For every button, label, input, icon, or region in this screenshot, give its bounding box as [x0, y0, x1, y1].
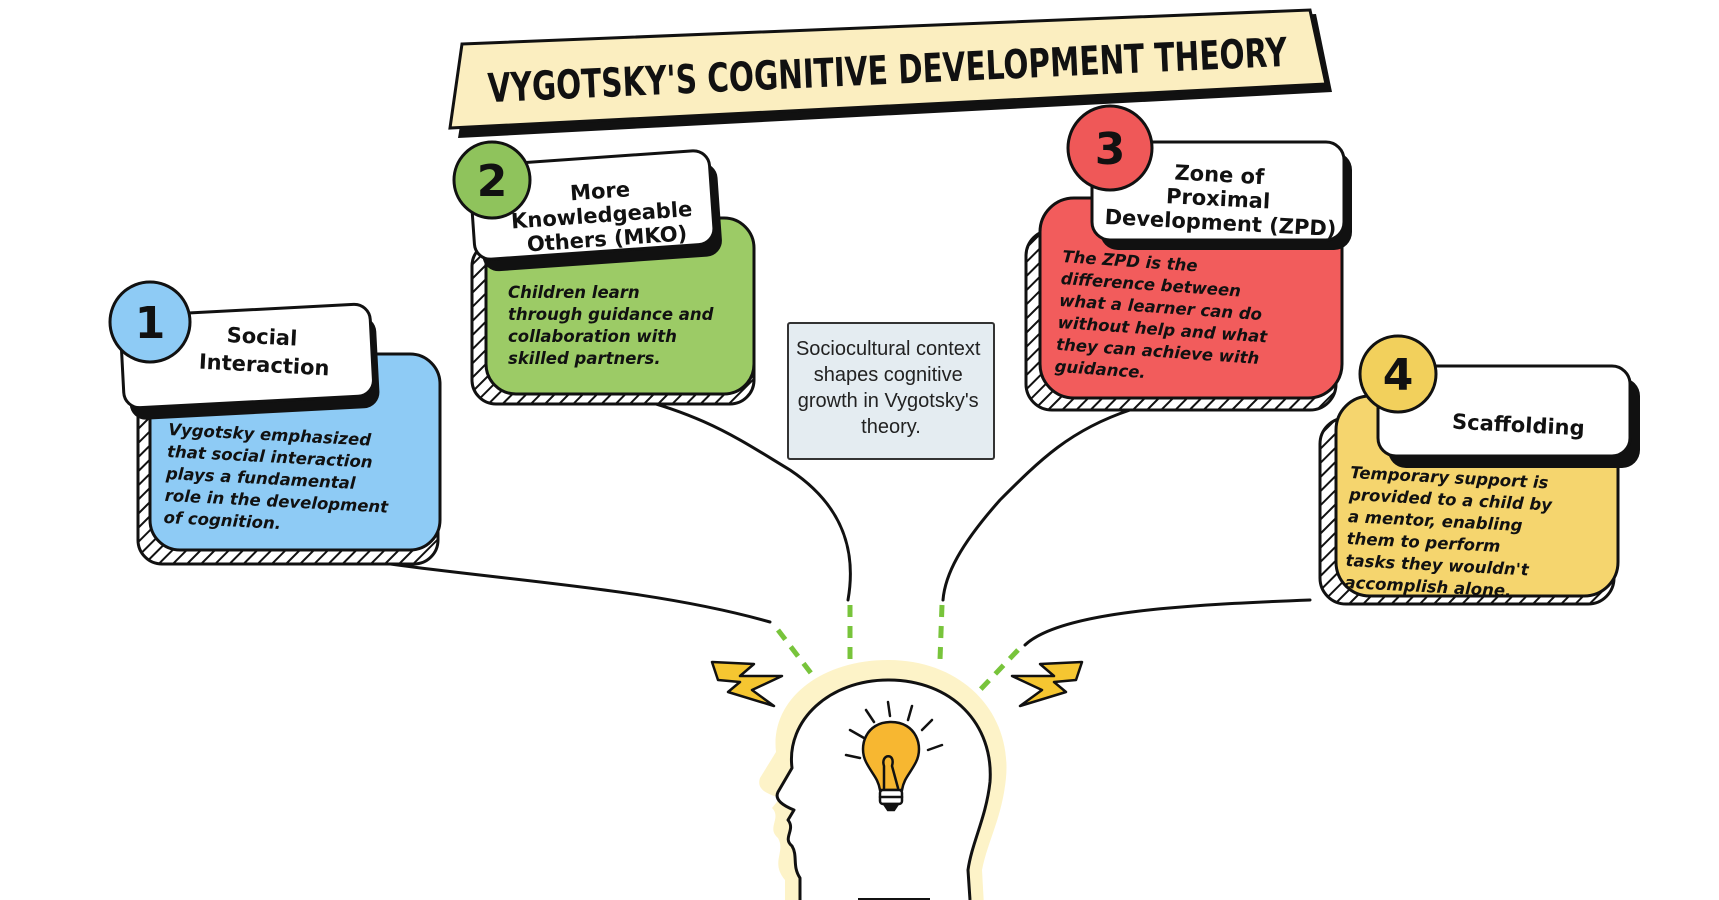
number-badge: [1066, 104, 1154, 192]
center-note-box: [787, 322, 995, 460]
card-heading-box: [1090, 140, 1346, 242]
number-badge: [1358, 334, 1438, 414]
card-mko: Children learn through guidance and coll…: [452, 140, 756, 406]
lightning-bolt-icon: [710, 660, 784, 708]
thought-dash-center-right: [937, 604, 945, 661]
card-heading-line: More: [569, 177, 630, 205]
card-heading-line: Social: [226, 323, 298, 351]
card-social-interaction: Vygotsky emphasized that social interact…: [108, 280, 442, 566]
thought-dashes: [776, 604, 1020, 692]
number-badge: [108, 280, 192, 364]
number-badge-label: 2: [477, 156, 508, 207]
number-badge-label: 1: [135, 298, 166, 349]
lightbulb-icon: [844, 700, 944, 812]
card-body-line: skilled partners.: [508, 349, 661, 368]
number-badge: [452, 140, 532, 220]
card-heading-box: [1376, 364, 1632, 458]
center-note-text: Sociocultural context shapes cognitive g…: [796, 338, 986, 438]
connector-zpd: [941, 408, 1132, 602]
number-badge-label: 3: [1095, 124, 1126, 175]
lightning-bolt-icon: [1010, 660, 1084, 708]
center-note-line: growth in Vygotsky's: [798, 390, 979, 412]
thought-dash-left: [776, 628, 822, 687]
center-note-line: theory.: [861, 416, 921, 438]
card-body-line: through guidance and: [508, 305, 714, 324]
card-heading-line: Proximal: [1165, 184, 1270, 213]
connector-mko: [598, 388, 852, 602]
card-scaffolding: Temporary support is provided to a child…: [1318, 334, 1640, 606]
card-body-text: Children learn through guidance and coll…: [508, 283, 719, 368]
card-body-line: collaboration with: [508, 327, 677, 346]
card-zpd: The ZPD is the difference between what a…: [1024, 104, 1352, 412]
thought-dash-right: [978, 648, 1020, 692]
card-heading-line: Zone of: [1174, 161, 1266, 190]
card-body-line: Children learn: [508, 283, 640, 302]
title-banner: VYGOTSKY'S COGNITIVE DEVELOPMENT THEORY: [448, 8, 1332, 138]
connector-scaffolding: [1023, 598, 1312, 647]
center-note-line: shapes cognitive: [814, 364, 963, 386]
number-badge-label: 4: [1383, 350, 1414, 401]
center-note-line: Sociocultural context: [796, 338, 981, 360]
center-note: Sociocultural context shapes cognitive g…: [787, 322, 995, 460]
title-banner-fill: [448, 8, 1328, 130]
